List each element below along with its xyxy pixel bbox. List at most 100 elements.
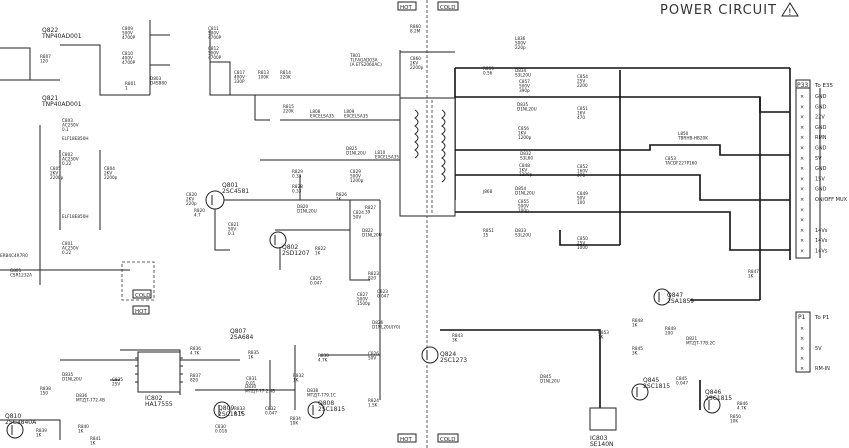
hot-label-left-box [132,305,150,315]
pin-mark-p1pins-4: × [800,366,804,372]
p33-header [795,79,811,89]
pin-mark-p33pins-2: × [800,115,804,121]
transistor-symbol-1 [653,288,671,306]
transistor-symbol-5 [307,401,325,419]
pin-label-p33pins-0: GND [815,94,827,100]
cold-label-bottom-box [437,433,459,443]
p1-pins: ×××5V××RM-IN [800,326,830,372]
pin-mark-p33pins-1: × [800,104,804,110]
pin-label-p33pins-10: ON/OFF MUX [815,197,848,203]
pin-label-p1pins-4: RM-IN [815,366,830,372]
pin-mark-p1pins-3: × [800,356,804,362]
hot-side-wiring [0,20,455,440]
pin-mark-p1pins-2: × [800,346,804,352]
transistor-symbol-2 [269,231,287,249]
p1-connector: P1 To P1 ×××5V××RM-IN [795,311,830,373]
pin-label-p1pins-2: 5V [815,346,822,352]
p33-to: To E35 [814,83,834,89]
transistor-symbol-0 [205,190,225,210]
cold-label-left-box [132,289,152,299]
pin-mark-p33pins-12: × [800,218,804,224]
transistor-symbol-8 [703,396,721,414]
pin-label-p33pins-4: RMN [815,135,827,141]
p1-body [795,311,811,373]
pin-mark-p33pins-5: × [800,146,804,152]
transistor-symbol-6 [421,346,439,364]
hot-label-bottom: HOT [400,437,412,443]
transistor-symbol-9 [6,421,24,439]
component-label-l803: ELF18E850H [62,214,89,219]
svg-text:!: ! [788,8,792,18]
cold-hot-region [121,261,155,301]
component-label-f801: ERB4C4R7R0 [0,253,28,258]
pin-mark-p33pins-9: × [800,187,804,193]
pin-label-p33pins-7: GND [815,166,827,172]
pin-mark-p33pins-13: × [800,228,804,234]
pin-label-p33pins-14: 14Vs [815,238,828,244]
pin-mark-p1pins-1: × [800,336,804,342]
diagram-title: POWER CIRCUIT [660,3,777,18]
pin-label-p33pins-3: GND [815,125,827,131]
pin-label-p33pins-13: 14Vs [815,228,828,234]
ic803-chip [589,407,617,431]
power-rails [440,67,791,411]
ic802-chip [135,351,183,393]
pin-mark-p33pins-8: × [800,176,804,182]
pin-mark-p33pins-14: × [800,238,804,244]
transistor-symbol-4 [213,401,231,419]
cold-label-left: COLD [135,293,150,299]
pin-label-p33pins-6: 5V [815,156,822,162]
